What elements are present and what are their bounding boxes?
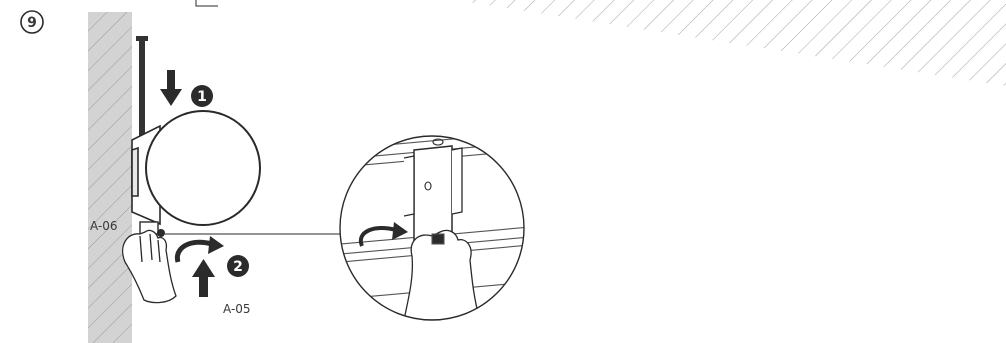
- zoom-detail: [339, 135, 525, 321]
- step-number: 9: [27, 15, 37, 31]
- part-label-a05: A-05: [223, 302, 251, 316]
- pole-rod: [136, 36, 148, 138]
- top-edge-mark: [195, 0, 218, 7]
- ceiling-surface: [455, 0, 1006, 86]
- rotate-arrow-icon: [174, 236, 224, 263]
- step-2-number: 2: [233, 259, 243, 275]
- wall-surface: [88, 12, 132, 343]
- up-arrow-icon: [192, 259, 215, 297]
- round-device: [145, 110, 261, 226]
- part-label-a06: A-06: [90, 219, 118, 233]
- zoom-rotate-arrow-icon: [358, 222, 408, 247]
- step-badge: 9: [20, 10, 44, 34]
- down-arrow-icon: [160, 70, 182, 106]
- step-2-marker: 2: [227, 255, 249, 277]
- hand-left: [122, 229, 177, 304]
- step-1-marker: 1: [191, 85, 213, 107]
- step-1-number: 1: [197, 89, 207, 105]
